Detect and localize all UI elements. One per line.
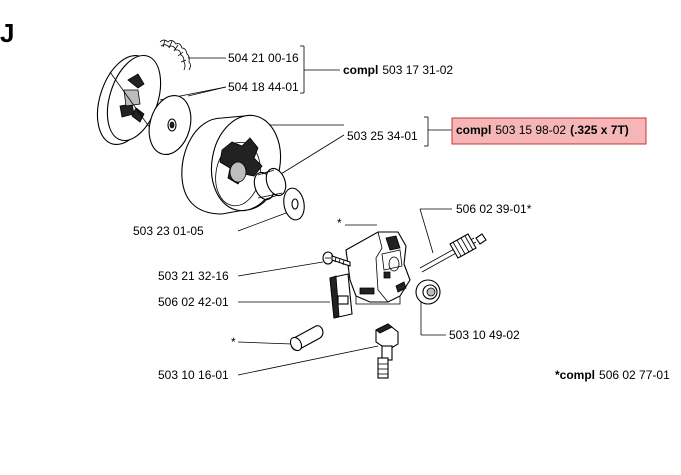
part-label-503-25-34-01: 503 25 34-01 bbox=[347, 129, 418, 143]
needle-bearing bbox=[253, 167, 287, 201]
part-label-503-23-01-05: 503 23 01-05 bbox=[133, 224, 204, 238]
part-label-503-10-16-01: 503 10 16-01 bbox=[158, 368, 229, 382]
star-marker-lower: * bbox=[231, 335, 236, 349]
star-marker-upper: * bbox=[337, 216, 342, 230]
clutch-shoes bbox=[96, 54, 162, 146]
drum-washer bbox=[283, 187, 305, 221]
oil-pump-plate bbox=[329, 273, 353, 319]
part-label-504-21-00-16: 504 21 00-16 bbox=[228, 51, 299, 65]
clutch-drum bbox=[181, 114, 282, 215]
part-label-504-18-44-01: 504 18 44-01 bbox=[228, 80, 299, 94]
oil-pump-seal bbox=[415, 279, 441, 305]
clutch-spring bbox=[159, 39, 191, 71]
oil-hose-fitting bbox=[375, 323, 399, 379]
oil-pump-worm-gear bbox=[419, 233, 487, 273]
highlight-box bbox=[451, 117, 647, 145]
part-label-503-10-49-02: 503 10 49-02 bbox=[449, 328, 520, 342]
screw bbox=[322, 251, 351, 267]
felt-filter bbox=[289, 325, 324, 352]
part-label-506-02-42-01: 506 02 42-01 bbox=[158, 295, 229, 309]
part-label-503-21-32-16: 503 21 32-16 bbox=[158, 269, 229, 283]
part-label-506-02-39-01: 506 02 39-01* bbox=[456, 202, 532, 216]
clutch-washer bbox=[148, 95, 192, 155]
section-letter: J bbox=[0, 18, 14, 48]
oil-pump-body bbox=[345, 231, 411, 305]
